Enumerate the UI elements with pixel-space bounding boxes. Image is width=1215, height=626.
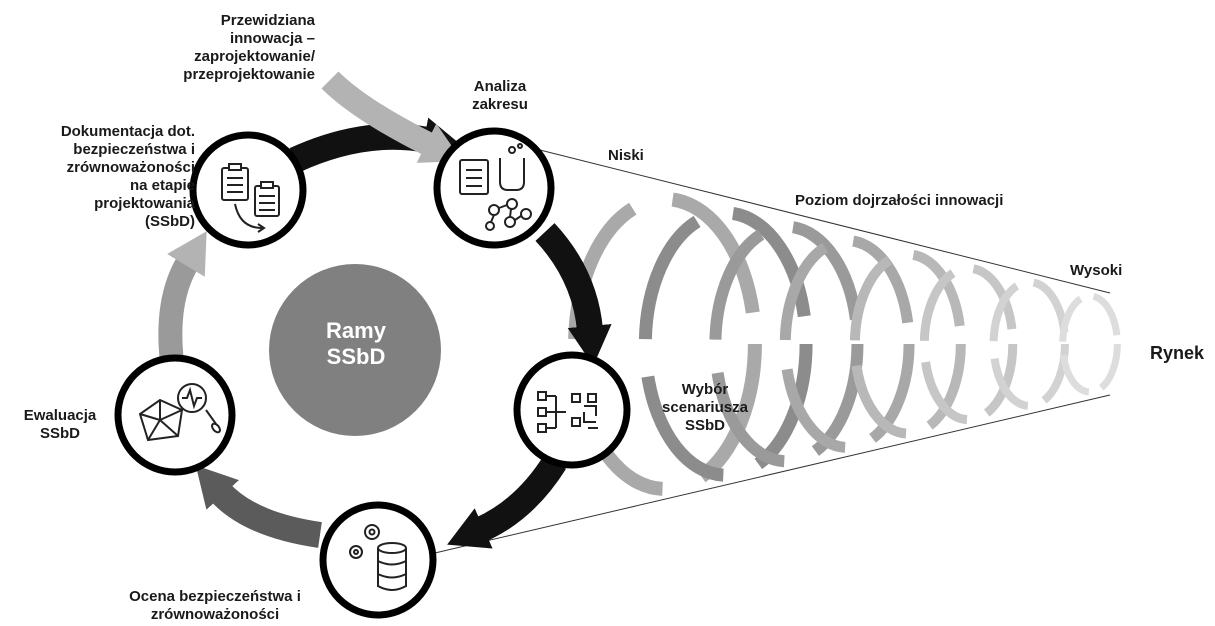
maturity-ring-arrowhead <box>798 412 809 423</box>
assessment-label: Ocena bezpieczeństwa i zrównoważoności <box>129 588 301 623</box>
maturity-ring-arrowhead <box>995 393 1004 402</box>
maturity-ring <box>568 192 762 496</box>
maturity-ring <box>779 235 915 453</box>
maturity-ring-arrowhead <box>722 235 735 248</box>
maturity-ring <box>709 220 864 468</box>
maturity-ring-arrowhead <box>885 412 896 423</box>
maturity-ring <box>919 263 1018 425</box>
arrow-assessment-to-evaluation <box>195 465 322 548</box>
maturity-ring-arrowhead <box>595 235 608 248</box>
maturity-ring-arrowhead <box>798 265 809 276</box>
scope-analysis-node <box>433 127 555 249</box>
maturity-ring-arrowhead <box>663 245 675 258</box>
maturity-ring-arrowhead <box>885 265 896 276</box>
clipboards-arrow-icon <box>221 163 280 233</box>
scenario-selection-node <box>513 351 631 469</box>
maturity-ring-arrowhead <box>730 255 742 267</box>
checklist-beaker-network-icon <box>459 143 532 231</box>
maturity-ring-arrowhead <box>1067 307 1074 314</box>
documentation-label: Dokumentacja dot. bezpieczeństwa i zrówn… <box>60 123 195 230</box>
assessment-node <box>319 501 437 619</box>
maturity-ring-arrowhead <box>1106 374 1113 381</box>
innovation-label: Przewidziana innowacja – zaprojektowanie… <box>183 12 315 83</box>
maturity-ring <box>989 278 1069 410</box>
maturity-ring-arrowhead <box>1106 307 1113 314</box>
scope-analysis-label: Analiza zakresu <box>472 78 528 113</box>
maturity-ring <box>638 206 813 482</box>
maturity-ring-arrowhead <box>1000 296 1008 304</box>
gears-database-icon <box>349 524 407 591</box>
maturity-ring-arrowhead <box>1050 296 1059 304</box>
tree-qr-code-icon <box>537 391 598 433</box>
maturity-ring-arrowhead <box>730 421 742 433</box>
maturity-ring <box>849 249 966 439</box>
market-label: Rynek <box>1150 343 1205 363</box>
maturity-ring <box>1059 292 1121 396</box>
arrow-evaluation-to-documentation <box>158 231 207 364</box>
evaluation-label: Ewaluacja SSbD <box>23 407 97 442</box>
maturity-ring-arrowhead <box>933 286 942 295</box>
maturity-rings <box>568 192 1121 496</box>
maturity-ring-arrowhead <box>776 430 789 443</box>
maturity-ring-arrowhead <box>1050 384 1059 392</box>
maturity-ring-arrowhead <box>933 393 942 402</box>
maturity-low-label: Niski <box>608 147 644 164</box>
maturity-ring-arrowhead <box>831 255 843 267</box>
center-circle <box>269 264 441 436</box>
arrow-scenario-to-assessment <box>447 454 567 549</box>
maturity-high-label: Wysoki <box>1070 262 1123 279</box>
arrow-scope-to-scenario <box>535 223 612 366</box>
center-label: Ramy SSbD <box>326 318 386 369</box>
funnel-top-line <box>539 149 1111 294</box>
maturity-ring-arrowhead <box>776 245 789 258</box>
radar-chart-magnifier-icon <box>138 383 221 442</box>
maturity-axis-label: Poziom dojrzałości innowacji <box>795 192 1004 209</box>
maturity-ring-arrowhead <box>865 276 875 286</box>
evaluation-node <box>114 354 236 476</box>
maturity-ring-arrowhead <box>1067 374 1074 381</box>
maturity-ring-arrowhead <box>865 402 875 412</box>
arrow-innovation-input <box>321 71 463 163</box>
maturity-ring-arrowhead <box>995 286 1004 295</box>
maturity-ring-arrowhead <box>722 440 735 453</box>
funnel-bottom-line <box>404 394 1111 561</box>
maturity-ring-arrowhead <box>831 421 843 433</box>
scenario-selection-label: Wybór scenariusza SSbD <box>662 381 748 434</box>
maturity-ring-arrowhead <box>1000 384 1008 392</box>
maturity-ring-arrowhead <box>663 430 675 443</box>
documentation-node <box>189 131 307 249</box>
